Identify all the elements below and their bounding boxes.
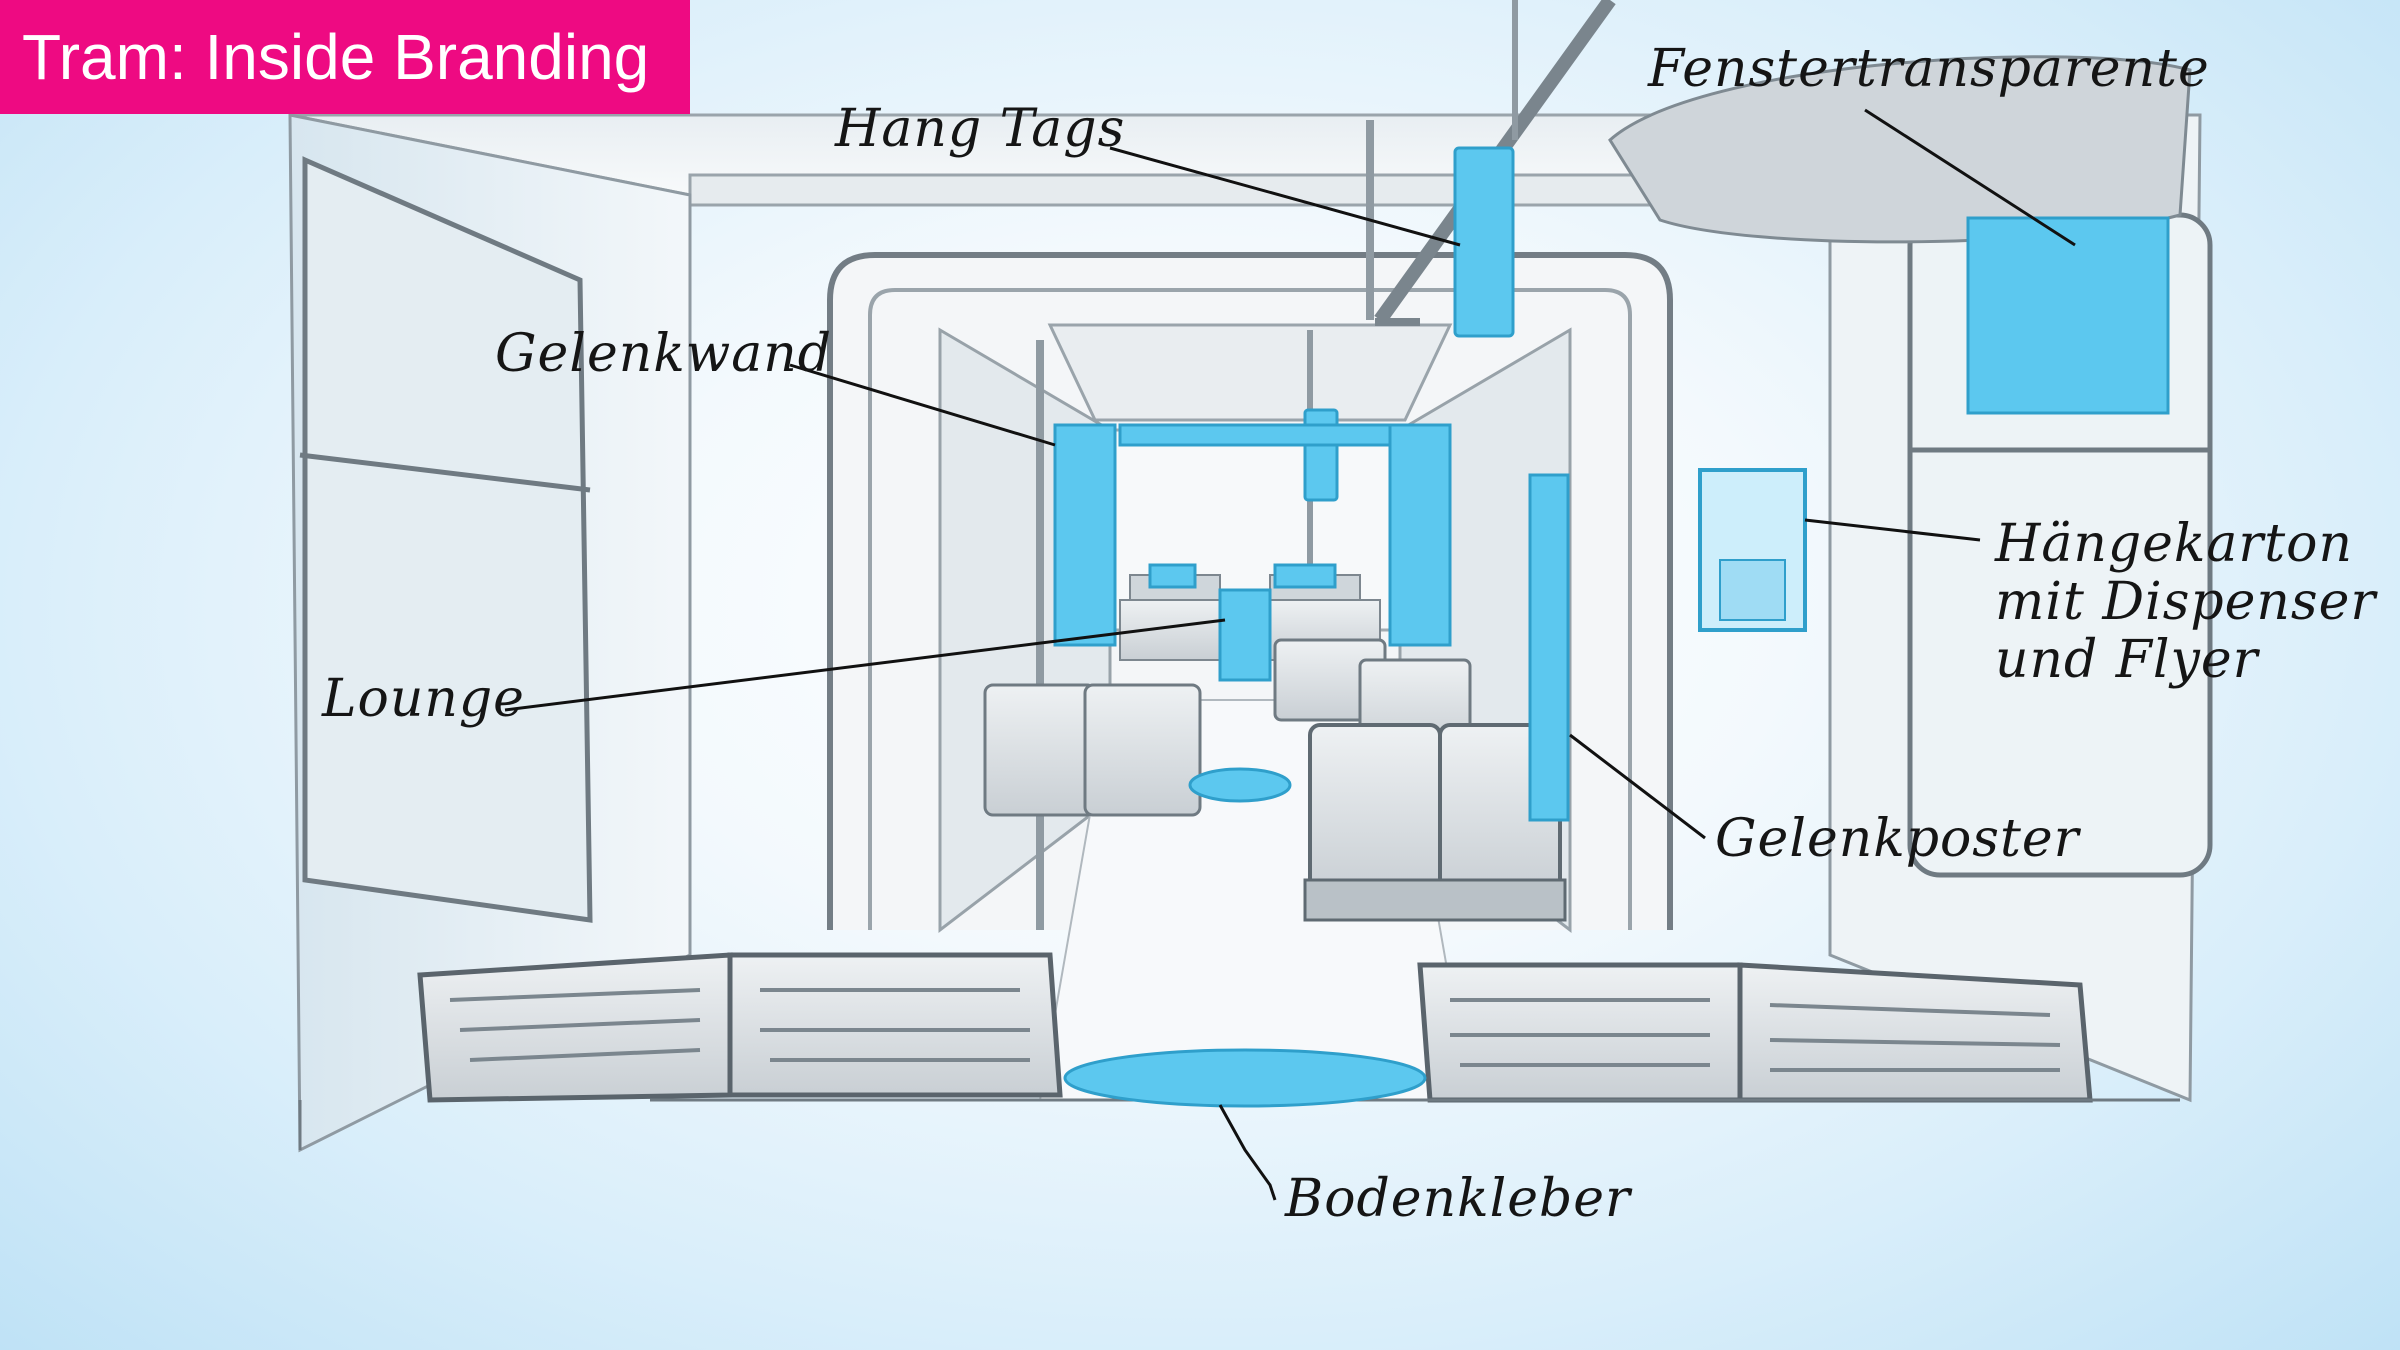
leader-bodenkleber xyxy=(1218,1104,1277,1201)
branding-highlights xyxy=(1053,146,2170,1108)
leader-gelenkposter xyxy=(1569,733,1706,840)
leader-gelenkwand xyxy=(789,363,1056,447)
gelenkposter-panel xyxy=(1528,473,1570,822)
tram-structure xyxy=(288,0,2213,1153)
label-haengekarton: Hängekarton mit Dispenser und Flyer xyxy=(1995,515,2376,690)
label-bodenkleber: Bodenkleber xyxy=(1285,1169,1631,1229)
leader-lines xyxy=(504,108,2076,1201)
leader-fenstertransparente xyxy=(1864,108,2076,247)
label-haengekarton-line3: und Flyer xyxy=(1995,630,2259,691)
gelenkwand-right-panel xyxy=(1388,423,1452,647)
leader-hang-tags xyxy=(1109,146,1461,247)
gelenkwand-left-panel xyxy=(1053,423,1117,647)
gelenkwand-top-band xyxy=(1118,423,1392,447)
label-haengekarton-line1: Hängekarton xyxy=(1995,514,2353,574)
leader-lounge xyxy=(504,618,1226,712)
leader-haengekarton xyxy=(1804,518,1981,542)
floor-sticker-near xyxy=(1063,1048,1427,1108)
flyer-holder xyxy=(1719,559,1786,621)
page-title: Tram: Inside Branding xyxy=(0,0,690,114)
label-gelenkposter: Gelenkposter xyxy=(1715,809,2080,869)
label-haengekarton-line2: mit Dispenser xyxy=(1995,572,2377,633)
label-lounge: Lounge xyxy=(322,669,525,729)
window-transparency xyxy=(1966,216,2170,415)
label-gelenkwand: Gelenkwand xyxy=(495,324,833,384)
lounge-wall xyxy=(1218,588,1272,682)
label-hang-tags: Hang Tags xyxy=(835,99,1126,159)
lounge-seat-left xyxy=(1148,563,1197,589)
floor-sticker-far xyxy=(1188,767,1292,803)
label-fenstertransparente: Fenstertransparente xyxy=(1648,39,2210,99)
lounge-seat-right xyxy=(1273,563,1337,589)
hang-tag-near xyxy=(1453,146,1515,338)
